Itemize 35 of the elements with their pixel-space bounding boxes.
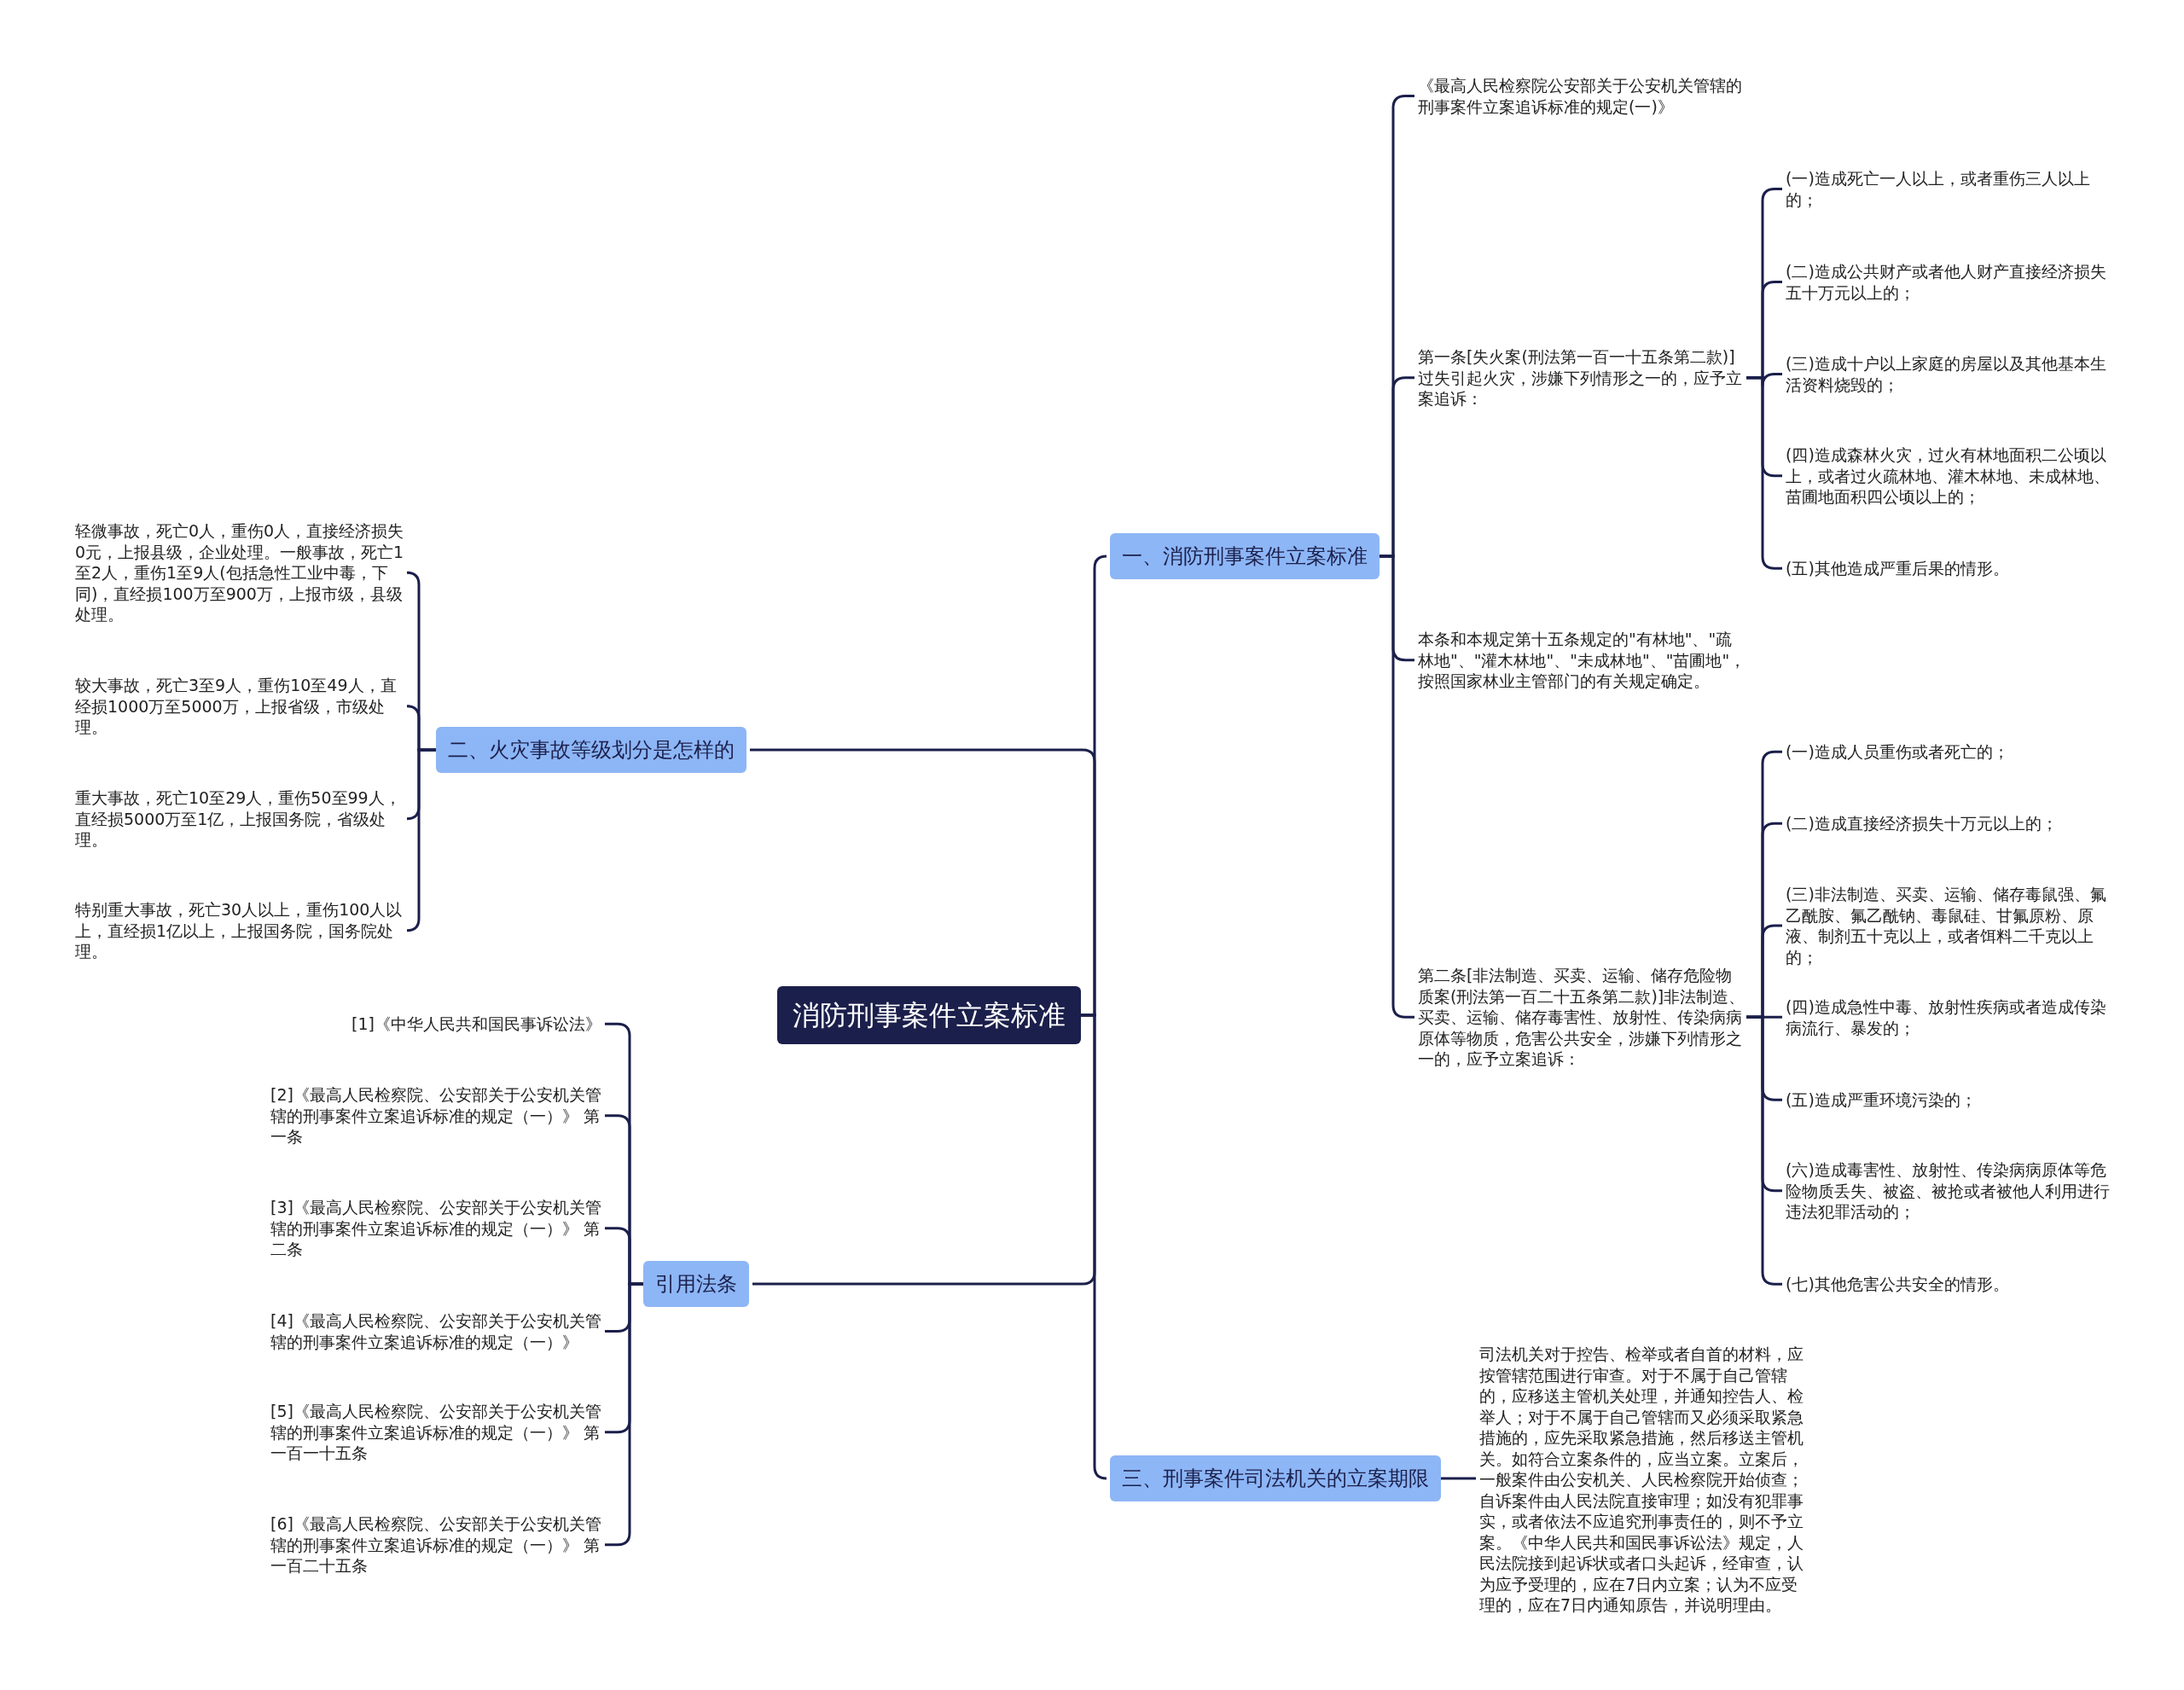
topic-text: (四)造成森林火灾，过火有林地面积二公顷以上，或者过火疏林地、灌木林地、未成林地、苗圃地面积四公顷以上的；: [1786, 444, 2114, 508]
topic-text: 司法机关对于控告、检举或者自首的材料，应按管辖范围进行审查。对于不属于自己管辖的，应移送主管机关处理，并通知控告人、检举人；对于不属于自己管辖而又必须采取紧急措施的，应先采取紧急措施，然后移送主管机关。如符合立案条件的，应当立案。立案后，一般案件由公安机关、人民检察院开始侦查；自诉案件由人民法院直接审理；如没有犯罪事实，或者依法不应追究刑事责任的，则不予立案。《中华人民共和国民事诉讼法》规定，人民法院接到起诉状或者口头起诉，经审查，认为应予受理的，应在7日内立案；认为不应受理的，应在7日内通知原告，并说明理由。: [1479, 1344, 1808, 1616]
topic-box: 二、火灾事故等级划分是怎样的: [436, 727, 746, 773]
topic-text: 《最高人民检察院公安部关于公安机关管辖的刑事案件立案追诉标准的规定(一)》: [1418, 75, 1746, 117]
topic-text: 轻微事故，死亡0人，重伤0人，直接经济损失0元，上报县级，企业处理。一般事故，死亡1至2人，重伤1至9人(包括急性工业中毒，下同)，直经损100万至900万，上报市级，县级处理。: [75, 520, 406, 625]
topic-text: [4]《最高人民检察院、公安部关于公安机关管辖的刑事案件立案追诉标准的规定（一）》: [270, 1310, 601, 1352]
topic-text: 特别重大事故，死亡30人以上，重伤100人以上，直经损1亿以上，上报国务院，国务院处理。: [75, 899, 406, 962]
topic-text: (六)造成毒害性、放射性、传染病病原体等危险物质丢失、被盗、被抢或者被他人利用进行违法犯罪活动的；: [1786, 1159, 2120, 1222]
topic-box: 三、刑事案件司法机关的立案期限: [1110, 1455, 1441, 1501]
topic-text: 第一条[失火案(刑法第一百一十五条第二款)]过失引起火灾，涉嫌下列情形之一的，应予立案追诉：: [1418, 346, 1746, 409]
connector-line: [1441, 1477, 1476, 1480]
topic-text: (一)造成人员重伤或者死亡的；: [1786, 741, 2114, 763]
topic-text: (三)造成十户以上家庭的房屋以及其他基本生活资料烧毁的；: [1786, 353, 2114, 395]
topic-text: 本条和本规定第十五条规定的"有林地"、"疏林地"、"灌木林地"、"未成林地"、"苗圃地"，按照国家林业主管部门的有关规定确定。: [1418, 629, 1746, 692]
central-topic-box: 消防刑事案件立案标准: [777, 986, 1081, 1044]
topic-text: [5]《最高人民检察院、公安部关于公安机关管辖的刑事案件立案追诉标准的规定（一）》 第一百一十五条: [270, 1401, 601, 1464]
topic-text: 重大事故，死亡10至29人，重伤50至99人，直经损5000万至1亿，上报国务院，省级处理。: [75, 787, 406, 851]
topic-text: (七)其他危害公共安全的情形。: [1786, 1274, 2114, 1295]
topic-text: [2]《最高人民检察院、公安部关于公安机关管辖的刑事案件立案追诉标准的规定（一）》 第一条: [270, 1084, 601, 1147]
topic-text: (二)造成直接经济损失十万元以上的；: [1786, 813, 2114, 834]
topic-box: 一、消防刑事案件立案标准: [1110, 533, 1380, 579]
topic-text: 较大事故，死亡3至9人，重伤10至49人，直经损1000万至5000万，上报省级，市级处理。: [75, 675, 406, 738]
topic-text: (三)非法制造、买卖、运输、储存毒鼠强、氟乙酰胺、氟乙酰钠、毒鼠硅、甘氟原粉、原液、制剂五十克以上，或者饵料二千克以上的；: [1786, 884, 2114, 967]
connector-line: [1081, 1013, 1108, 1480]
connector-line: [405, 748, 436, 932]
topic-text: (四)造成急性中毒、放射性疾病或者造成传染病流行、暴发的；: [1786, 996, 2114, 1038]
topic-text: [3]《最高人民检察院、公安部关于公安机关管辖的刑事案件立案追诉标准的规定（一）》 第二条: [270, 1197, 601, 1260]
topic-text: [1]《中华人民共和国民事诉讼法》: [351, 1013, 601, 1035]
topic-text: 第二条[非法制造、买卖、运输、储存危险物质案(刑法第一百二十五条第二款)]非法制造、买卖、运输、储存毒害性、放射性、传染病病原体等物质，危害公共安全，涉嫌下列情形之一的，应予立案追诉：: [1418, 965, 1746, 1070]
topic-text: (五)造成严重环境污染的；: [1786, 1089, 2114, 1111]
topic-text: (二)造成公共财产或者他人财产直接经济损失五十万元以上的；: [1786, 261, 2114, 303]
topic-text: (五)其他造成严重后果的情形。: [1786, 558, 2114, 579]
topic-text: [6]《最高人民检察院、公安部关于公安机关管辖的刑事案件立案追诉标准的规定（一）》 第一百二十五条: [270, 1513, 601, 1577]
topic-text: (一)造成死亡一人以上，或者重伤三人以上的；: [1786, 168, 2114, 210]
topic-box: 引用法条: [643, 1261, 749, 1307]
